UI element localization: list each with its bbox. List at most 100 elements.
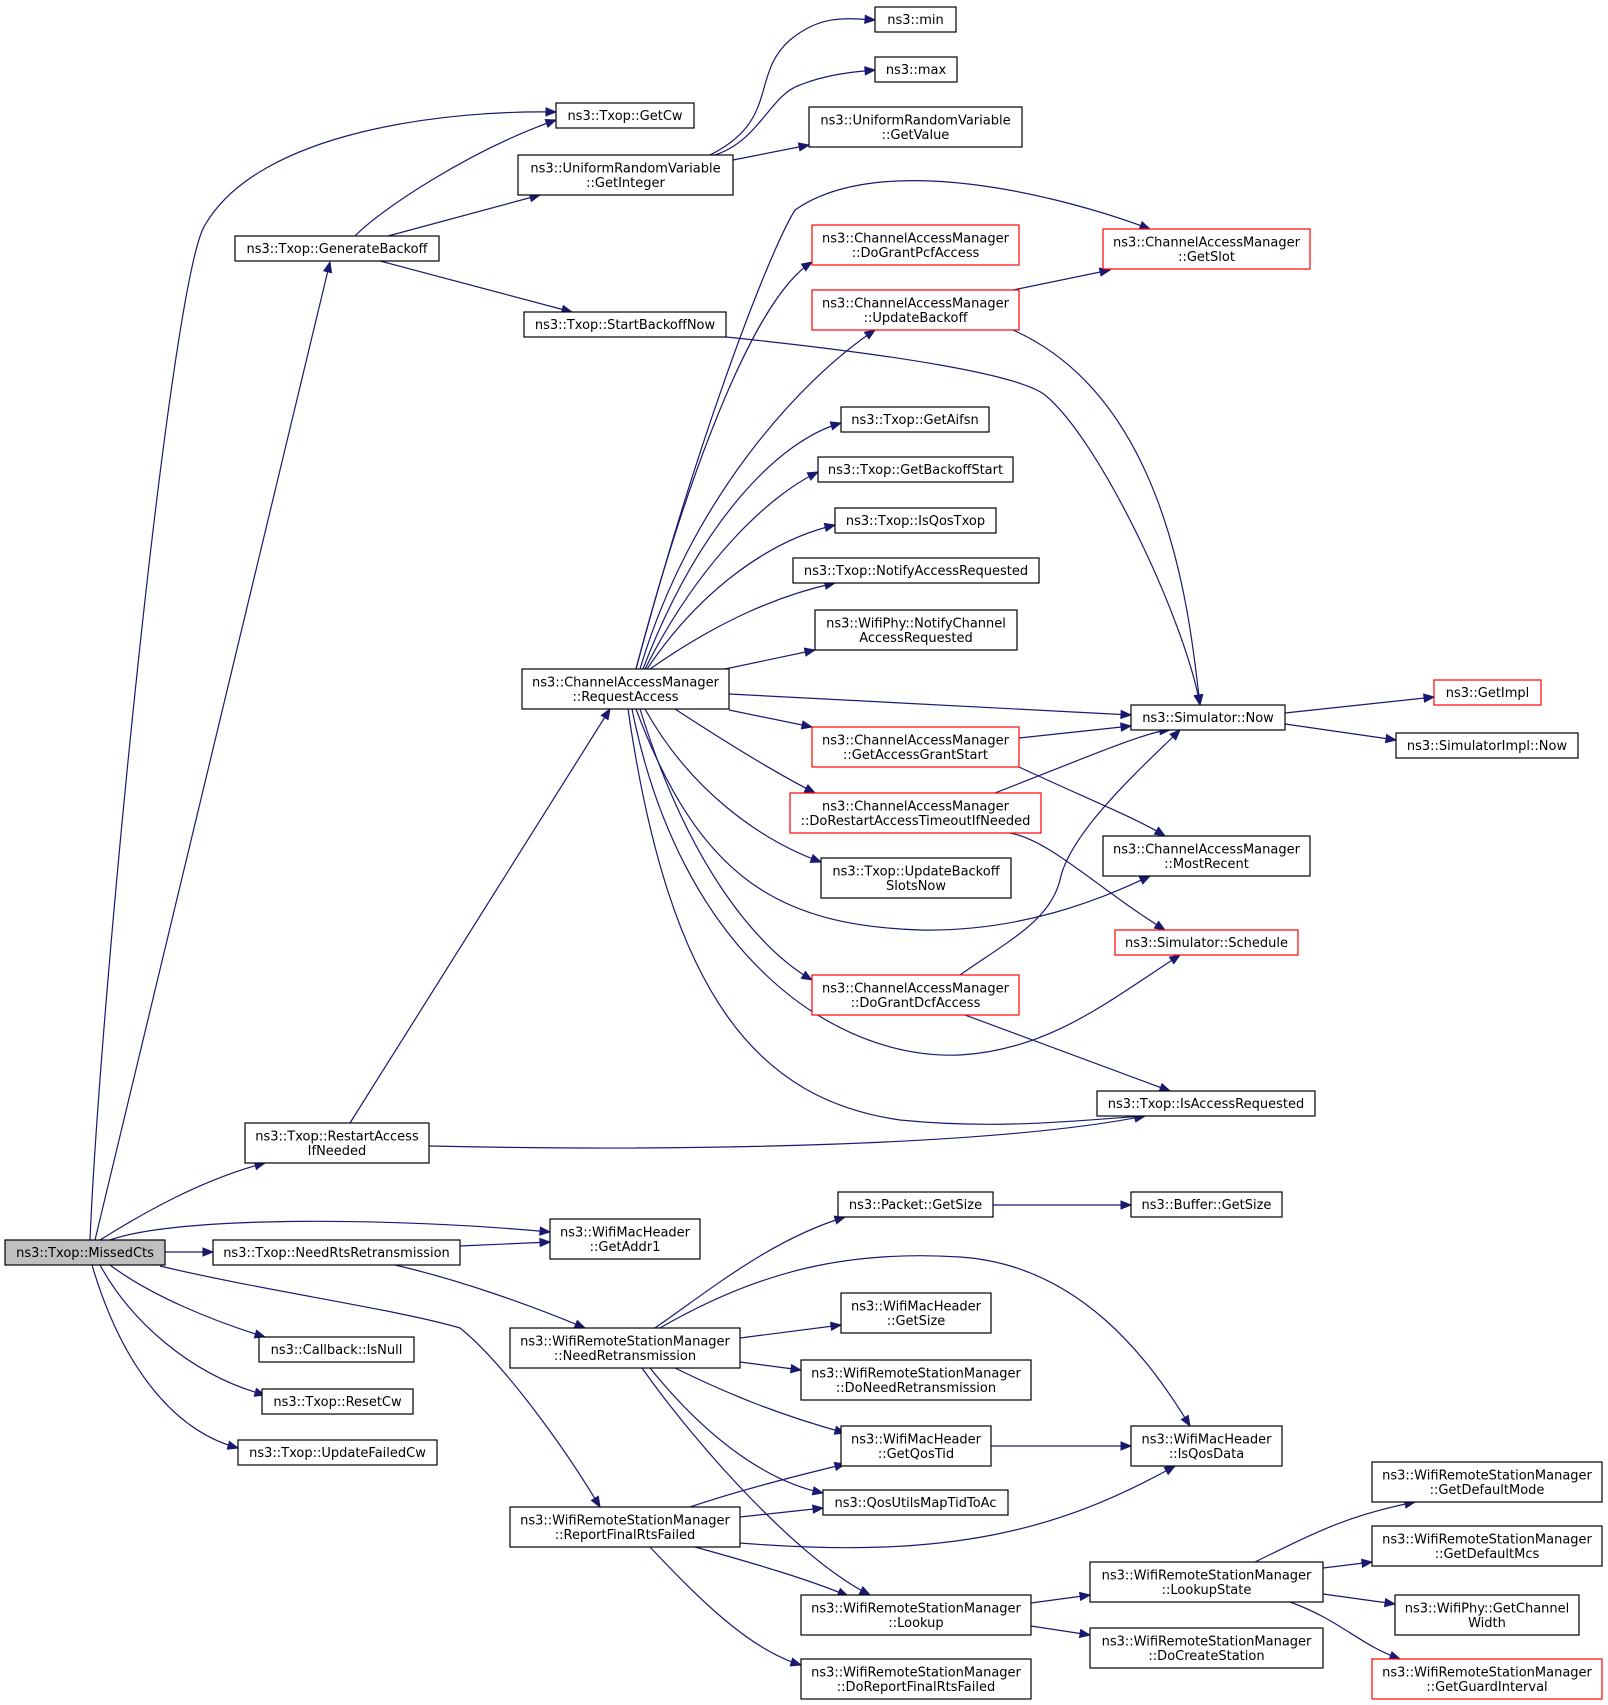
node-box[interactable]: [837, 1191, 994, 1218]
node-box[interactable]: [261, 1388, 414, 1415]
node-getvalue[interactable]: ns3::UniformRandomVariable::GetValue: [808, 106, 1023, 148]
node-box[interactable]: [1102, 835, 1311, 877]
node-lookup[interactable]: ns3::WifiRemoteStationManager::Lookup: [800, 1594, 1032, 1636]
node-box[interactable]: [808, 106, 1023, 148]
node-isaccessrequested[interactable]: ns3::Txop::IsAccessRequested: [1096, 1090, 1316, 1117]
node-getaifsn[interactable]: ns3::Txop::GetAifsn: [840, 406, 990, 433]
node-box[interactable]: [834, 507, 997, 534]
node-box[interactable]: [800, 1359, 1032, 1401]
node-simimplnow[interactable]: ns3::SimulatorImpl::Now: [1395, 732, 1579, 759]
node-box[interactable]: [549, 1218, 701, 1260]
node-box[interactable]: [820, 857, 1012, 899]
node-qosutils[interactable]: ns3::QosUtilsMapTidToAc: [822, 1489, 1009, 1516]
node-box[interactable]: [811, 726, 1020, 768]
node-dorestart[interactable]: ns3::ChannelAccessManager::DoRestartAcce…: [789, 792, 1042, 834]
node-getdefaultmode[interactable]: ns3::WifiRemoteStationManager::GetDefaul…: [1371, 1461, 1603, 1503]
node-box[interactable]: [814, 609, 1018, 651]
node-box[interactable]: [800, 1658, 1032, 1700]
node-doreportfinalrts[interactable]: ns3::WifiRemoteStationManager::DoReportF…: [800, 1658, 1032, 1700]
node-isqosdata[interactable]: ns3::WifiMacHeader::IsQosData: [1130, 1425, 1283, 1467]
node-buffergetsize[interactable]: ns3::Buffer::GetSize: [1130, 1191, 1283, 1218]
node-box[interactable]: [789, 792, 1042, 834]
node-getimpl[interactable]: ns3::GetImpl: [1433, 679, 1542, 706]
node-box[interactable]: [1371, 1525, 1603, 1567]
node-getcw[interactable]: ns3::Txop::GetCw: [555, 102, 695, 129]
node-resetcw[interactable]: ns3::Txop::ResetCw: [261, 1388, 414, 1415]
node-box[interactable]: [517, 154, 734, 196]
node-requestaccess[interactable]: ns3::ChannelAccessManager::RequestAccess: [521, 668, 730, 710]
node-box[interactable]: [555, 102, 695, 129]
node-missedcts[interactable]: ns3::Txop::MissedCts: [4, 1239, 166, 1266]
node-updatebackoff[interactable]: ns3::ChannelAccessManager::UpdateBackoff: [811, 289, 1020, 331]
node-box[interactable]: [840, 1425, 992, 1467]
node-getguardinterval[interactable]: ns3::WifiRemoteStationManager::GetGuardI…: [1371, 1658, 1603, 1700]
node-box[interactable]: [874, 56, 958, 83]
node-box[interactable]: [817, 456, 1014, 483]
node-box[interactable]: [811, 224, 1020, 266]
node-box[interactable]: [792, 557, 1040, 584]
node-box[interactable]: [1130, 1191, 1283, 1218]
node-box[interactable]: [1114, 929, 1299, 956]
node-box[interactable]: [4, 1239, 166, 1266]
node-box[interactable]: [874, 6, 957, 33]
node-box[interactable]: [1371, 1658, 1603, 1700]
node-lookupstate[interactable]: ns3::WifiRemoteStationManager::LookupSta…: [1089, 1561, 1324, 1603]
node-simnow[interactable]: ns3::Simulator::Now: [1130, 704, 1286, 731]
node-updatefailedcw[interactable]: ns3::Txop::UpdateFailedCw: [237, 1439, 438, 1466]
node-dograntdcf[interactable]: ns3::ChannelAccessManager::DoGrantDcfAcc…: [811, 974, 1020, 1016]
node-box[interactable]: [811, 289, 1020, 331]
node-box[interactable]: [521, 668, 730, 710]
node-box[interactable]: [1089, 1627, 1324, 1669]
node-needrts[interactable]: ns3::Txop::NeedRtsRetransmission: [212, 1239, 461, 1266]
node-min[interactable]: ns3::min: [874, 6, 957, 33]
node-box[interactable]: [1102, 228, 1311, 270]
node-box[interactable]: [1394, 1594, 1580, 1636]
node-max[interactable]: ns3::max: [874, 56, 958, 83]
node-isnull[interactable]: ns3::Callback::IsNull: [258, 1336, 415, 1363]
node-box[interactable]: [523, 311, 727, 338]
node-isqostxop[interactable]: ns3::Txop::IsQosTxop: [834, 507, 997, 534]
node-box[interactable]: [1433, 679, 1542, 706]
node-box[interactable]: [800, 1594, 1032, 1636]
node-machdrgetsize[interactable]: ns3::WifiMacHeader::GetSize: [840, 1292, 992, 1334]
node-box[interactable]: [509, 1506, 741, 1548]
node-getaddr1[interactable]: ns3::WifiMacHeader::GetAddr1: [549, 1218, 701, 1260]
node-docreatestation[interactable]: ns3::WifiRemoteStationManager::DoCreateS…: [1089, 1627, 1324, 1669]
node-schedule[interactable]: ns3::Simulator::Schedule: [1114, 929, 1299, 956]
node-needretrans[interactable]: ns3::WifiRemoteStationManager::NeedRetra…: [509, 1327, 741, 1369]
node-mostrecent[interactable]: ns3::ChannelAccessManager::MostRecent: [1102, 835, 1311, 877]
node-reportfinalrts[interactable]: ns3::WifiRemoteStationManager::ReportFin…: [509, 1506, 741, 1548]
node-box[interactable]: [244, 1122, 430, 1164]
node-getinteger[interactable]: ns3::UniformRandomVariable::GetInteger: [517, 154, 734, 196]
node-box[interactable]: [234, 235, 440, 262]
node-getslot[interactable]: ns3::ChannelAccessManager::GetSlot: [1102, 228, 1311, 270]
node-box[interactable]: [1371, 1461, 1603, 1503]
node-getqostid[interactable]: ns3::WifiMacHeader::GetQosTid: [840, 1425, 992, 1467]
node-doneedretrans[interactable]: ns3::WifiRemoteStationManager::DoNeedRet…: [800, 1359, 1032, 1401]
node-box[interactable]: [1130, 704, 1286, 731]
node-box[interactable]: [840, 406, 990, 433]
node-box[interactable]: [1089, 1561, 1324, 1603]
node-box[interactable]: [509, 1327, 741, 1369]
node-box[interactable]: [840, 1292, 992, 1334]
node-box[interactable]: [258, 1336, 415, 1363]
node-packetgetsize[interactable]: ns3::Packet::GetSize: [837, 1191, 994, 1218]
node-box[interactable]: [1130, 1425, 1283, 1467]
node-box[interactable]: [811, 974, 1020, 1016]
node-notifyaccessrequested[interactable]: ns3::Txop::NotifyAccessRequested: [792, 557, 1040, 584]
node-box[interactable]: [212, 1239, 461, 1266]
node-notifychannel[interactable]: ns3::WifiPhy::NotifyChannelAccessRequest…: [814, 609, 1018, 651]
node-getbackoffstart[interactable]: ns3::Txop::GetBackoffStart: [817, 456, 1014, 483]
node-getaccessgrantstart[interactable]: ns3::ChannelAccessManager::GetAccessGran…: [811, 726, 1020, 768]
node-startbackoffnow[interactable]: ns3::Txop::StartBackoffNow: [523, 311, 727, 338]
node-box[interactable]: [1096, 1090, 1316, 1117]
node-box[interactable]: [1395, 732, 1579, 759]
node-generatebackoff[interactable]: ns3::Txop::GenerateBackoff: [234, 235, 440, 262]
node-box[interactable]: [237, 1439, 438, 1466]
node-getdefaultmcs[interactable]: ns3::WifiRemoteStationManager::GetDefaul…: [1371, 1525, 1603, 1567]
node-box[interactable]: [822, 1489, 1009, 1516]
node-dograntpcf[interactable]: ns3::ChannelAccessManager::DoGrantPcfAcc…: [811, 224, 1020, 266]
